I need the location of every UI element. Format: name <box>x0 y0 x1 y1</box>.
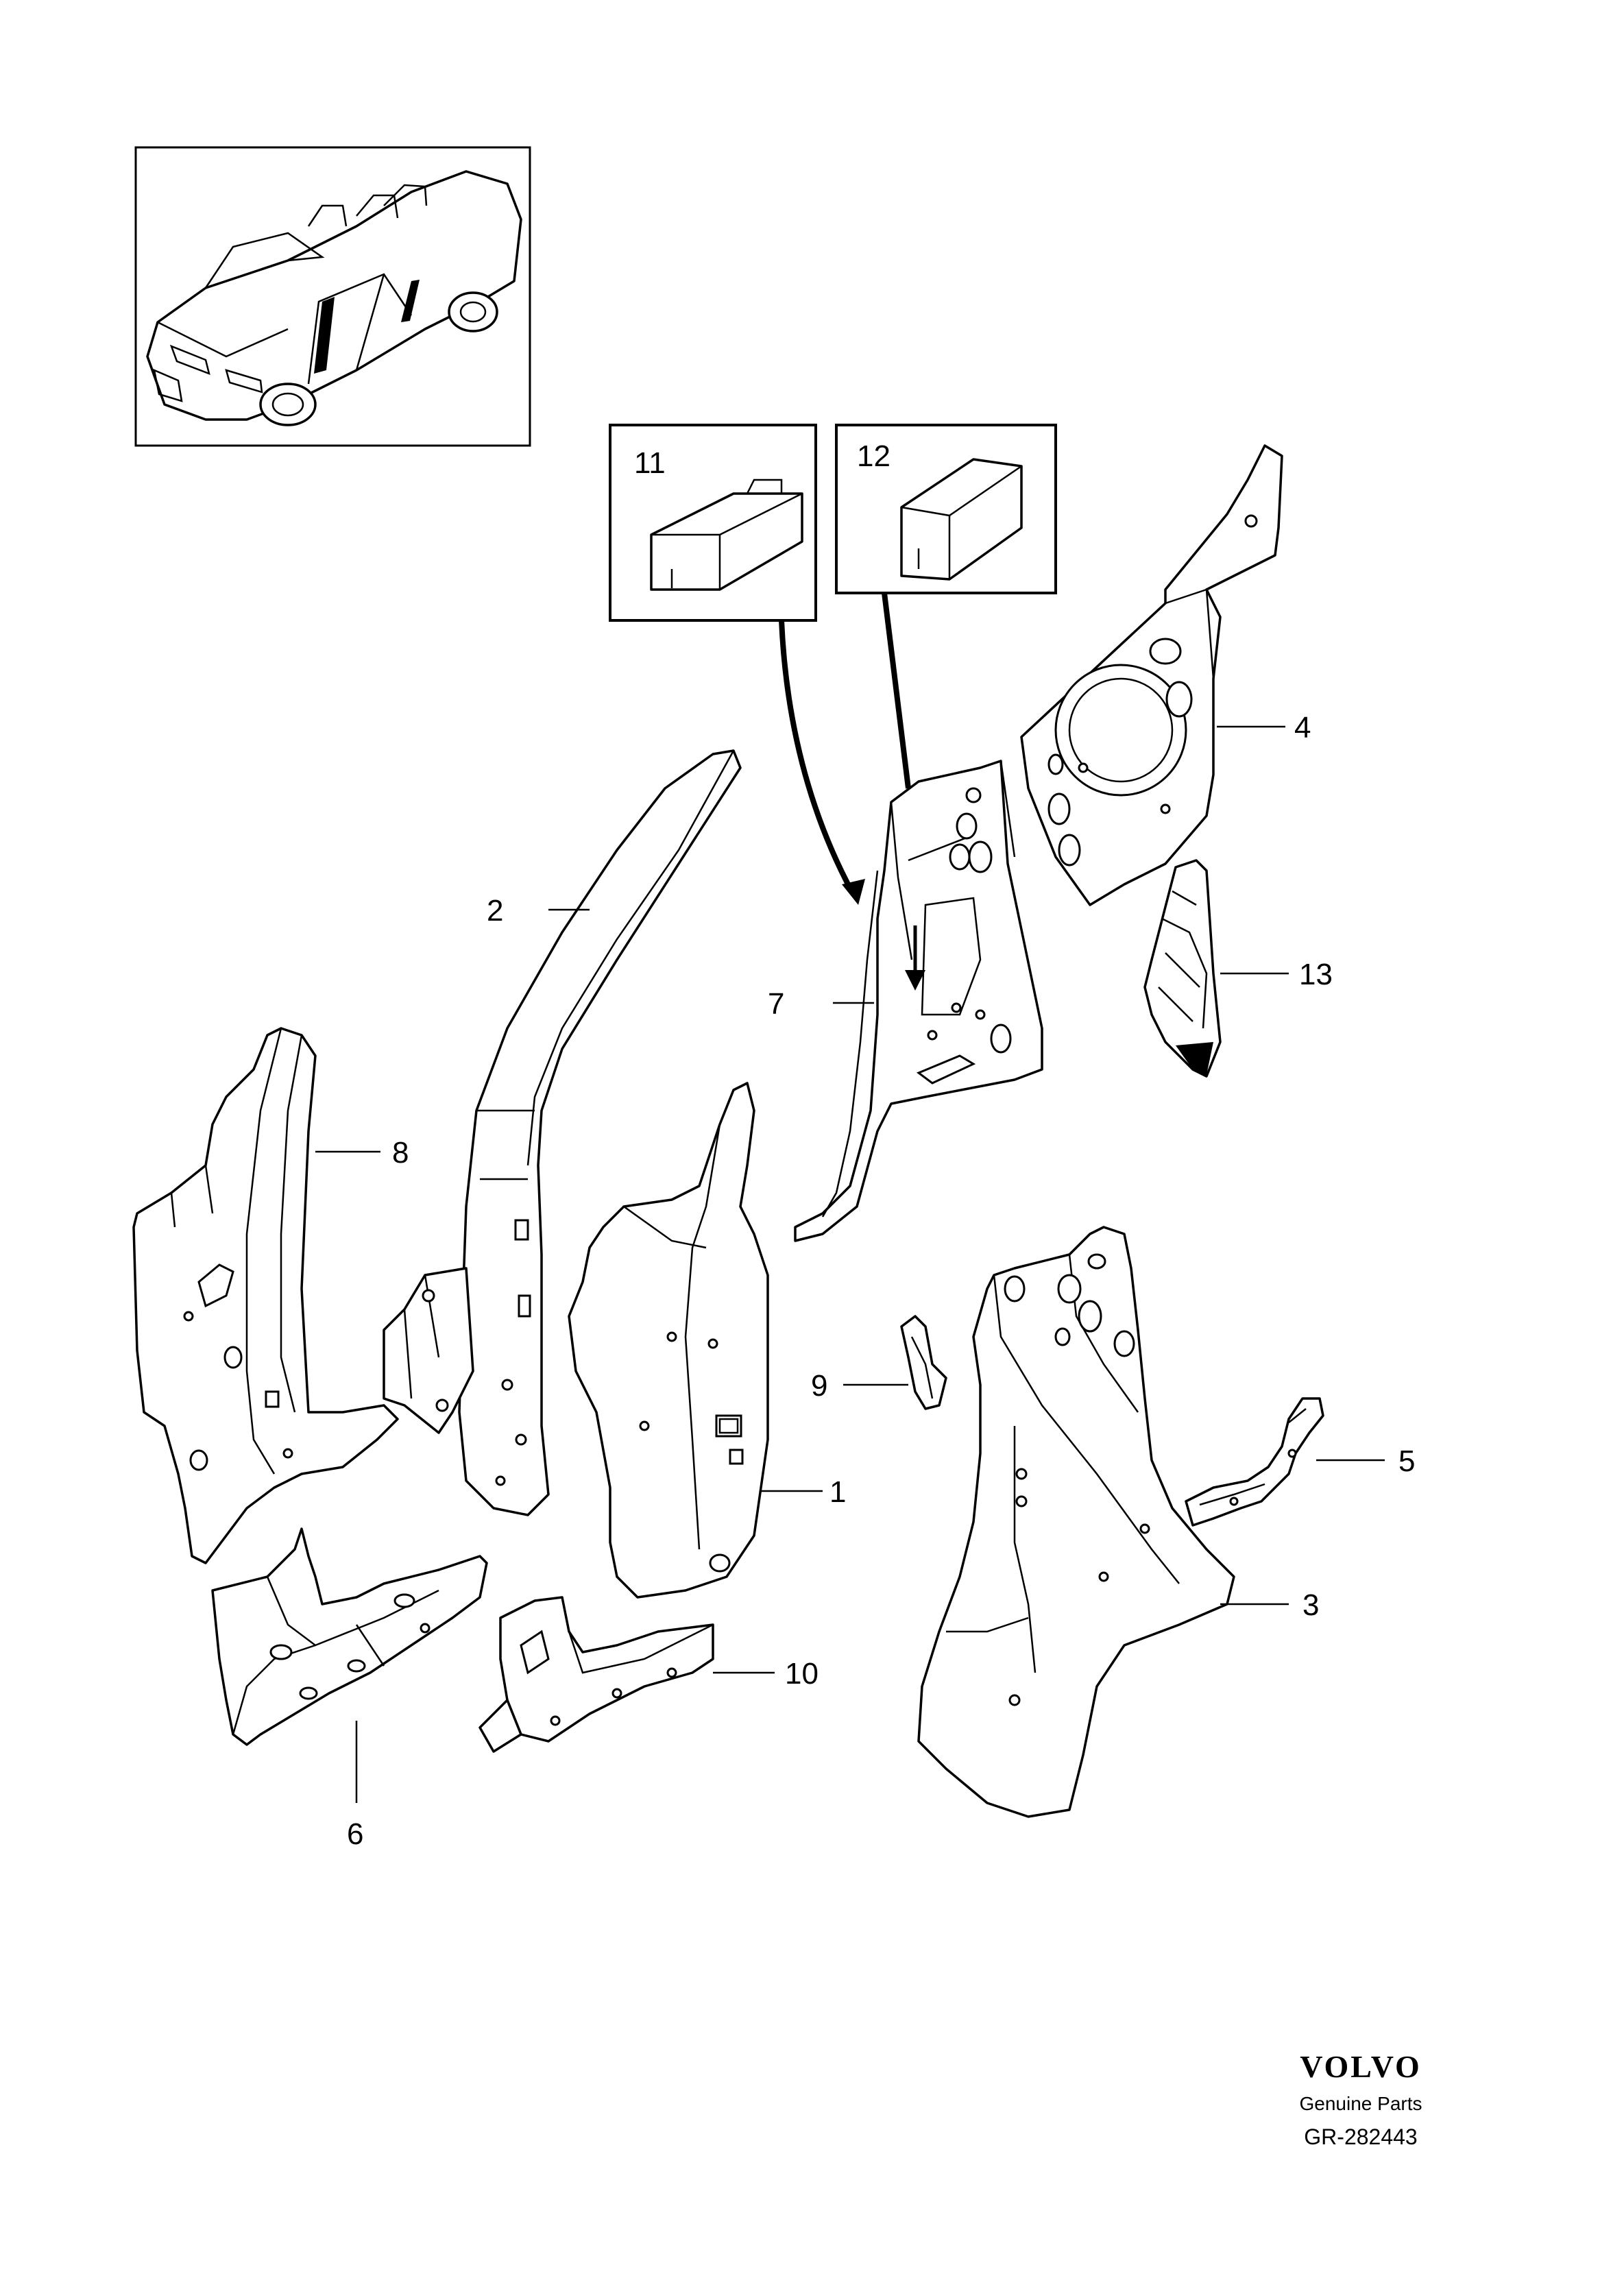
callout-6: 6 <box>347 1817 363 1851</box>
part-7-inner-panel <box>794 760 1043 1242</box>
part-13-bracket <box>1143 859 1222 1078</box>
part-8-front-inner-panel <box>132 1027 399 1564</box>
part-3-rear-quarter-inner <box>917 1226 1235 1818</box>
arrow-12-to-7 <box>882 592 911 789</box>
connector-block-12-icon <box>900 458 1023 581</box>
callout-9: 9 <box>811 1369 827 1403</box>
part-1-b-pillar-inner <box>568 1082 769 1599</box>
part-12-box <box>835 424 1057 594</box>
callout-12: 12 <box>857 439 890 473</box>
connector-block-11-icon <box>650 479 803 591</box>
part-2-a-pillar <box>383 749 742 1516</box>
callout-labels: 11 12 2 4 7 13 8 9 5 1 3 10 6 <box>347 439 1415 1851</box>
part-6-sill-panel <box>211 1527 488 1746</box>
callout-4: 4 <box>1294 711 1311 744</box>
brand-subtitle: Genuine Parts <box>1300 2093 1422 2114</box>
callout-1: 1 <box>829 1475 846 1509</box>
callout-7: 7 <box>768 987 784 1021</box>
callout-8: 8 <box>392 1136 409 1170</box>
brand-block: VOLVO Genuine Parts GR-282443 <box>1300 2049 1422 2149</box>
part-4-rear-panel <box>1020 444 1283 906</box>
callout-2: 2 <box>487 894 503 928</box>
part-11-box <box>609 424 817 622</box>
callout-10: 10 <box>785 1657 819 1691</box>
arrow-11-to-7 <box>779 620 865 905</box>
callout-13: 13 <box>1299 958 1333 991</box>
part-9-clip <box>900 1315 947 1410</box>
callout-3: 3 <box>1302 1588 1319 1622</box>
leader-lines <box>315 725 1385 1803</box>
callout-5: 5 <box>1398 1444 1415 1478</box>
car-overview-inset <box>134 146 531 447</box>
volvo-logo: VOLVO <box>1300 2049 1422 2084</box>
convertible-car-illustration <box>146 170 522 426</box>
part-10-lower-bracket <box>478 1596 714 1753</box>
callout-11: 11 <box>634 446 666 480</box>
part-5-bracket <box>1185 1397 1324 1527</box>
diagram-code: GR-282443 <box>1304 2124 1417 2149</box>
